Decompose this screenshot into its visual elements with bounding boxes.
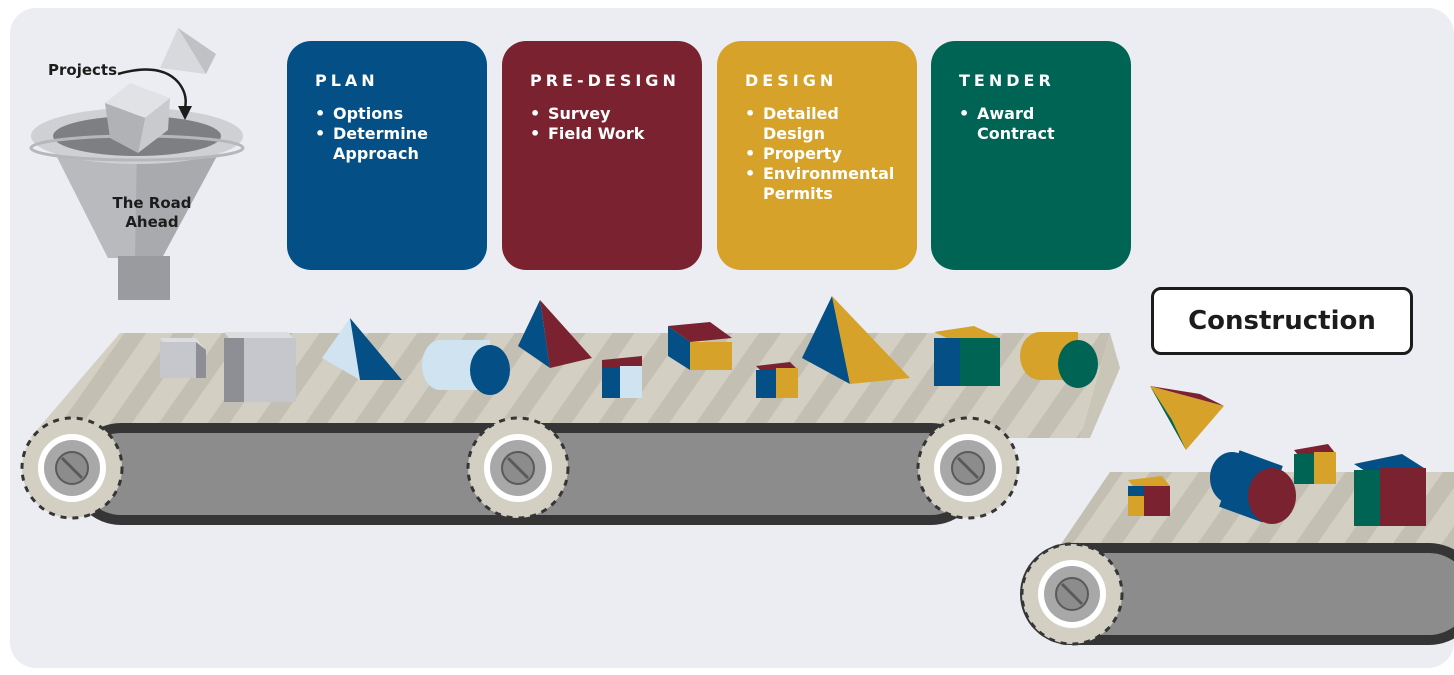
gear-icon	[1020, 542, 1124, 646]
phase-item: Detailed Design	[745, 104, 901, 144]
phase-card-plan: PLAN Options Determine Approach	[287, 41, 487, 270]
grey-cube-small-icon	[160, 338, 206, 378]
small-cube-icon	[602, 356, 642, 398]
phase-title: TENDER	[959, 71, 1055, 90]
grey-cube-large-icon	[224, 332, 296, 402]
phase-item: Environmental Permits	[745, 164, 901, 204]
diagram-canvas: Projects The Road Ahead PLAN Options Det…	[10, 8, 1454, 668]
gear-icon	[466, 416, 570, 520]
road-ahead-label: The Road Ahead	[112, 194, 192, 231]
phase-item: Survey	[530, 104, 686, 124]
small-cube-icon	[1128, 476, 1170, 516]
red-cylinder-icon	[1210, 450, 1296, 524]
phase-item: Determine Approach	[315, 124, 471, 164]
falling-cube-icon	[105, 83, 170, 153]
phase-item: Property	[745, 144, 901, 164]
phase-item: Options	[315, 104, 471, 124]
falling-pyramid-icon	[160, 28, 216, 74]
projects-label: Projects	[48, 61, 118, 79]
tumbling-pyramid-icon	[1150, 386, 1224, 450]
gear-icon	[916, 416, 1020, 520]
pale-blue-pyramid-icon	[322, 318, 402, 380]
funnel-icon	[29, 108, 245, 300]
blue-cylinder-icon	[422, 340, 510, 395]
phase-item: Field Work	[530, 124, 686, 144]
phase-title: PRE-DESIGN	[530, 71, 680, 90]
green-cube-icon	[934, 326, 1000, 386]
conveyor-artwork	[20, 28, 1454, 646]
blue-gold-box-icon	[668, 322, 732, 370]
gear-icon	[20, 416, 124, 520]
construction-label: Construction	[1151, 287, 1413, 355]
gold-cylinder-icon	[1020, 332, 1098, 388]
phase-card-tender: TENDER Award Contract	[931, 41, 1131, 270]
small-cube-icon	[756, 362, 798, 398]
phase-title: DESIGN	[745, 71, 838, 90]
small-cube-icon	[1294, 444, 1336, 484]
arrow-icon	[117, 68, 192, 120]
phase-card-design: DESIGN Detailed Design Property Environm…	[717, 41, 917, 270]
phase-item: Award Contract	[959, 104, 1115, 144]
green-red-cube-icon	[1354, 454, 1426, 526]
blue-gold-pyramid-icon	[802, 296, 910, 384]
blue-red-pyramid-icon	[518, 300, 592, 368]
phase-card-pre-design: PRE-DESIGN Survey Field Work	[502, 41, 702, 270]
phase-title: PLAN	[315, 71, 379, 90]
